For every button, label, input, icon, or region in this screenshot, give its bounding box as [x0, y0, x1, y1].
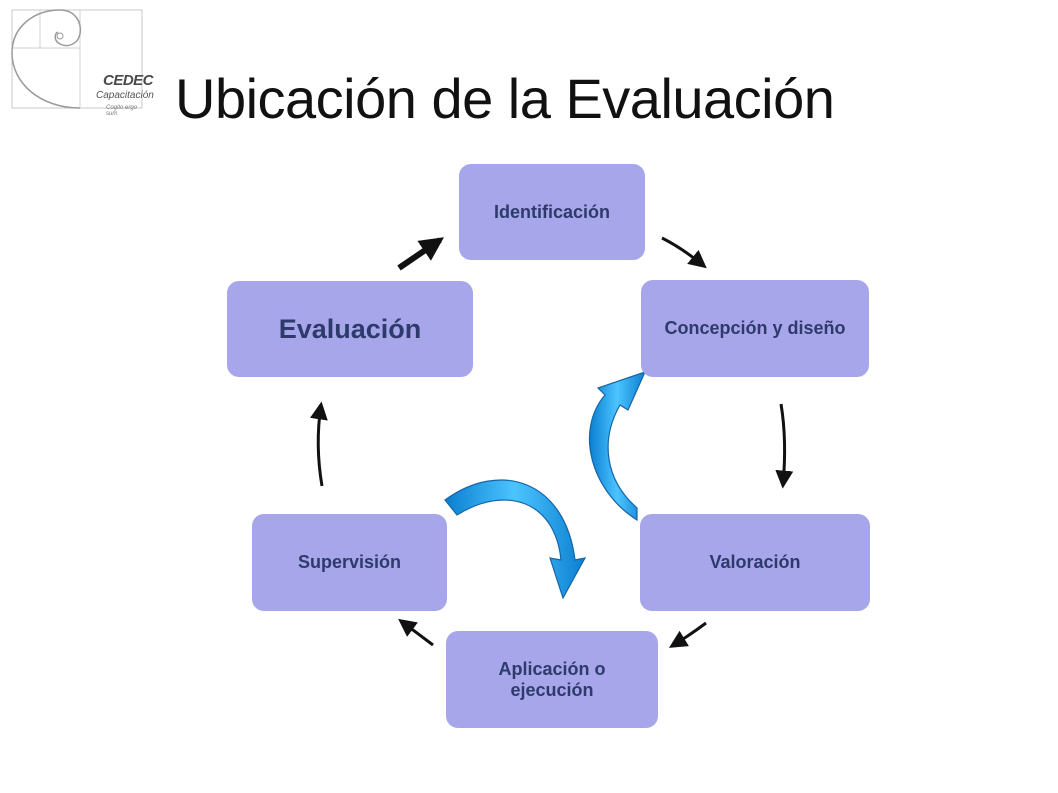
arrow-supervision-to-evaluacion [309, 401, 328, 487]
arrow-concepcion-to-valoracion [775, 403, 794, 489]
node-label: Evaluación [278, 313, 422, 344]
arrow-evaluacion-to-ident [397, 237, 444, 271]
arrow-valoracion-to-aplicacion [668, 621, 707, 648]
node-aplicacion: Aplicación o ejecución [446, 631, 658, 728]
node-label: Aplicación o ejecución [498, 658, 606, 700]
arrow-ident-to-concepcion [661, 236, 707, 269]
node-label: Concepción y diseño [664, 318, 846, 338]
cedec-logo: CEDEC Capacitación Cogito ergo sum [10, 8, 154, 117]
feedback-arrow-supervision-to-aplicacion [444, 479, 587, 600]
node-concepcion: Concepción y diseño [641, 280, 869, 377]
arrow-aplicacion-to-supervision [398, 618, 434, 647]
logo-subtitle: Capacitación [96, 90, 154, 101]
page-title: Ubicación de la Evaluación [175, 67, 835, 130]
golden-spiral-logo-icon [11, 9, 143, 109]
node-valoracion: Valoración [640, 514, 870, 611]
node-supervision: Supervisión [252, 514, 447, 611]
node-identificacion: Identificación [459, 164, 645, 260]
node-label: Supervisión [297, 552, 402, 572]
node-label: Valoración [709, 552, 801, 572]
node-evaluacion: Evaluación [227, 281, 473, 377]
node-label: Identificación [493, 201, 610, 222]
logo-brand: CEDEC [103, 72, 154, 89]
feedback-arrow-valoracion-to-concepcion [589, 370, 647, 522]
logo-motto: Cogito ergo sum [106, 105, 138, 117]
